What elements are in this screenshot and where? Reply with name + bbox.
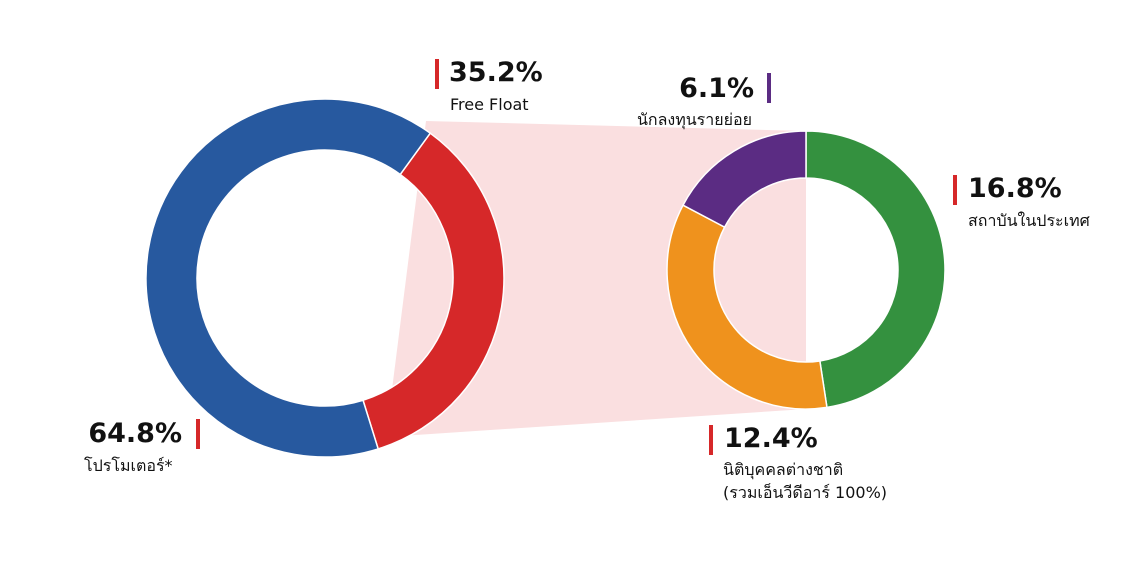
slice-free-float xyxy=(362,132,505,450)
free-float-percent: 35.2% xyxy=(449,57,543,88)
slice-foreign-juristic xyxy=(666,204,828,410)
label-marker-bar xyxy=(196,419,200,449)
retail-investor-label: นักลงทุนรายย่อย xyxy=(636,110,752,129)
label-marker-bar xyxy=(435,59,439,89)
retail-investor-percent: 6.1% xyxy=(679,73,754,104)
foreign-juristic-percent: 12.4% xyxy=(724,423,818,454)
promoter-percent: 64.8% xyxy=(88,418,182,449)
foreign-juristic-label: นิติบุคคลต่างชาติ xyxy=(723,460,844,479)
slice-promoter xyxy=(145,98,432,458)
label-marker-bar xyxy=(709,425,713,455)
slice-domestic-institution xyxy=(805,130,946,409)
label-marker-bar xyxy=(767,73,771,103)
free-float-label: Free Float xyxy=(450,95,529,114)
donut-right xyxy=(666,130,946,410)
promoter-label: โปรโมเตอร์* xyxy=(84,456,173,475)
domestic-institution-label: สถาบันในประเทศ xyxy=(968,211,1090,230)
foreign-juristic-note: (รวมเอ็นวีดีอาร์ 100%) xyxy=(723,483,888,502)
domestic-institution-percent: 16.8% xyxy=(968,173,1062,204)
donut-left xyxy=(145,98,505,458)
label-marker-bar xyxy=(953,175,957,205)
slice-retail-investor xyxy=(682,130,807,229)
